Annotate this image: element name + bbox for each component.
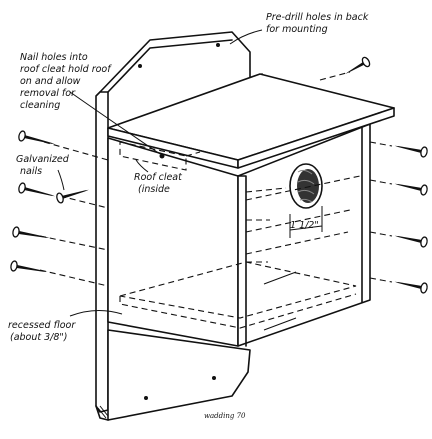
entrance-hole-icon xyxy=(289,163,323,238)
svg-text:for mounting: for mounting xyxy=(266,24,328,35)
recessed-floor-label: recessed floor (about 3/8") xyxy=(8,320,76,343)
svg-text:(inside: (inside xyxy=(138,184,170,195)
svg-text:on and allow: on and allow xyxy=(20,76,81,87)
svg-text:Roof cleat: Roof cleat xyxy=(134,172,183,183)
nail-holes-label: Nail holes into roof cleat hold roof on … xyxy=(20,52,112,111)
svg-text:nails: nails xyxy=(20,166,42,177)
svg-text:removal for: removal for xyxy=(20,88,76,99)
leader-lines xyxy=(57,29,263,317)
svg-text:Nail holes into: Nail holes into xyxy=(20,52,88,63)
roof xyxy=(107,73,395,171)
nail-icon xyxy=(10,56,428,294)
svg-text:Galvanized: Galvanized xyxy=(16,154,70,165)
hole-size-label: 1 1/2" xyxy=(290,220,319,231)
svg-text:recessed floor: recessed floor xyxy=(8,320,76,331)
artist-signature: wadding 70 xyxy=(204,412,246,420)
svg-text:cleaning: cleaning xyxy=(20,100,60,111)
nail-guides-left xyxy=(39,71,393,287)
galvanized-nails-label: Galvanized nails xyxy=(16,154,70,177)
predrill-label: Pre-drill holes in back for mounting xyxy=(266,12,369,35)
roof-cleat-label: Roof cleat (inside xyxy=(134,172,183,195)
box-body xyxy=(107,123,371,347)
svg-text:roof cleat hold roof: roof cleat hold roof xyxy=(20,64,112,75)
back-board xyxy=(95,31,341,421)
svg-text:Pre-drill holes in back: Pre-drill holes in back xyxy=(266,12,369,23)
recessed-floor xyxy=(119,175,361,331)
svg-text:(about 3/8"): (about 3/8") xyxy=(10,332,68,343)
